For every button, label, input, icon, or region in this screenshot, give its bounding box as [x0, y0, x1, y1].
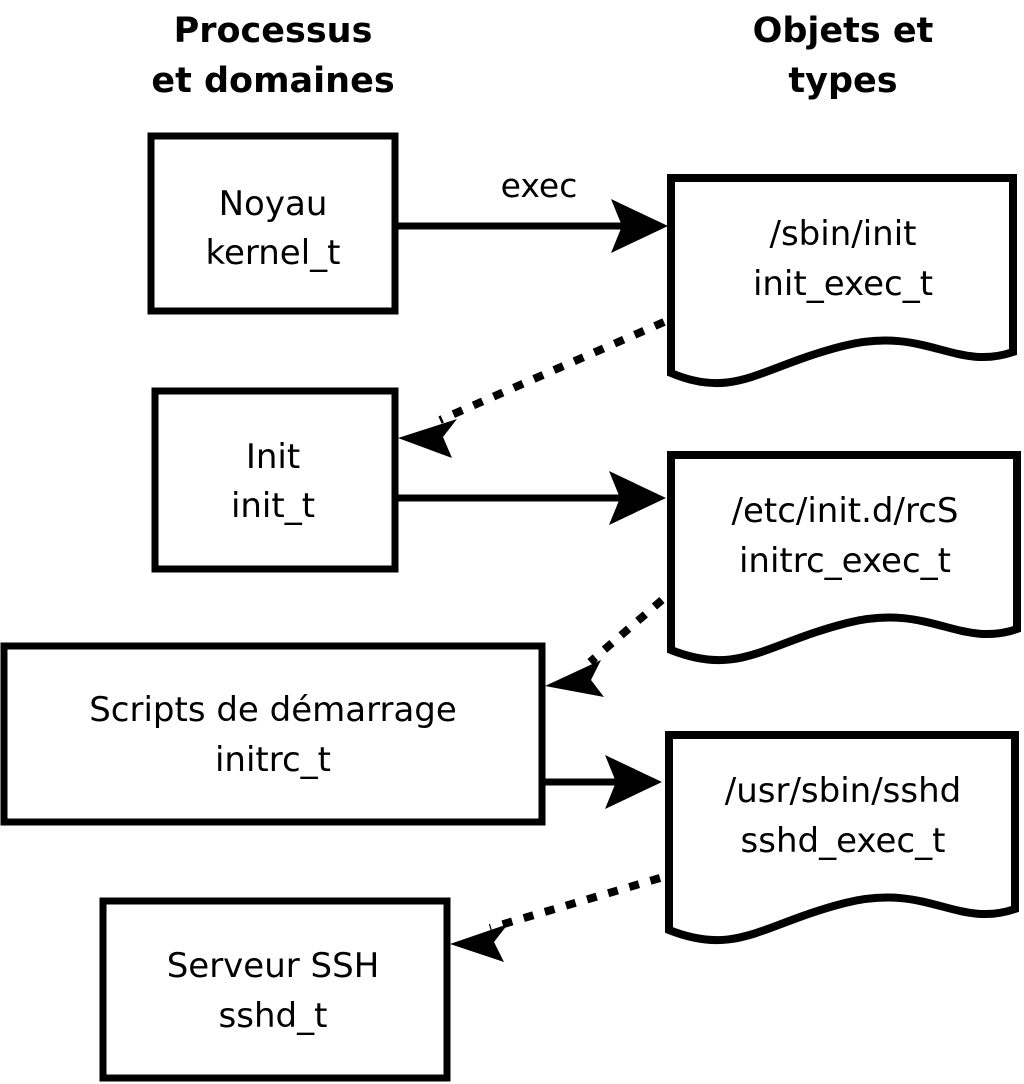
- arrow-head-icon: [609, 471, 666, 525]
- edge-line: [587, 596, 665, 666]
- edge-label-exec: exec: [501, 166, 578, 205]
- node-sshd-line1: Serveur SSH: [167, 946, 380, 986]
- node-initrc-line2: initrc_t: [215, 740, 331, 780]
- arrow-head-icon: [398, 419, 457, 458]
- node-init-exec-document-shape[interactable]: [667, 174, 1017, 388]
- node-sshd-exec-document-shape[interactable]: [665, 731, 1019, 945]
- edge-line: [438, 318, 666, 424]
- arrow-head-icon: [611, 199, 668, 253]
- edge-init-exec-initrc-exec: [398, 471, 666, 525]
- column-header-objects-line2: types: [788, 61, 897, 101]
- node-sshd-exec-line2: sshd_exec_t: [741, 821, 946, 861]
- node-init-exec[interactable]: /sbin/init init_exec_t: [667, 174, 1017, 388]
- node-initrc[interactable]: Scripts de démarrage initrc_t: [0, 642, 546, 826]
- node-initrc-line1: Scripts de démarrage: [89, 690, 457, 730]
- node-sshd[interactable]: Serveur SSH sshd_t: [99, 897, 451, 1082]
- node-initrc-exec-line2: initrc_exec_t: [739, 541, 951, 581]
- node-sshd-exec-line1: /usr/sbin/sshd: [725, 771, 961, 811]
- node-init-box[interactable]: [151, 387, 399, 573]
- node-init-exec-line1: /sbin/init: [770, 214, 917, 254]
- node-initrc-exec-document-shape[interactable]: [667, 451, 1021, 665]
- node-initrc-exec-line1: /etc/init.d/rcS: [732, 491, 959, 531]
- column-header-objects: Objets et types: [753, 11, 934, 101]
- node-init[interactable]: Init init_t: [151, 387, 399, 573]
- node-initrc-box[interactable]: [0, 642, 546, 826]
- edge-initrc-exec-sshd-exec: [545, 755, 662, 809]
- node-sshd-line2: sshd_t: [219, 996, 328, 1036]
- arrow-head-icon: [450, 924, 508, 962]
- edge-initrc-exec-transition-initrc: [545, 596, 665, 697]
- arrow-head-icon: [605, 755, 662, 809]
- edge-sshd-exec-transition-sshd: [450, 874, 662, 962]
- node-init-line2: init_t: [231, 486, 315, 526]
- node-init-exec-line2: init_exec_t: [753, 264, 933, 304]
- node-init-line1: Init: [246, 437, 300, 477]
- node-kernel-line1: Noyau: [219, 184, 328, 224]
- node-sshd-exec[interactable]: /usr/sbin/sshd sshd_exec_t: [665, 731, 1019, 945]
- column-header-processes-line1: Processus: [174, 11, 373, 51]
- column-header-processes: Processus et domaines: [151, 11, 394, 101]
- arrow-head-icon: [545, 660, 604, 697]
- edge-line: [488, 874, 662, 932]
- node-initrc-exec[interactable]: /etc/init.d/rcS initrc_exec_t: [667, 451, 1021, 665]
- node-sshd-box[interactable]: [99, 897, 451, 1082]
- node-kernel-box[interactable]: [147, 132, 399, 315]
- node-kernel[interactable]: Noyau kernel_t: [147, 132, 399, 315]
- column-header-processes-line2: et domaines: [151, 61, 394, 101]
- node-kernel-line2: kernel_t: [205, 233, 340, 273]
- edge-kernel-exec-init-exec: exec: [398, 166, 668, 253]
- column-header-objects-line1: Objets et: [753, 11, 934, 51]
- edge-init-exec-transition-init: [398, 318, 666, 458]
